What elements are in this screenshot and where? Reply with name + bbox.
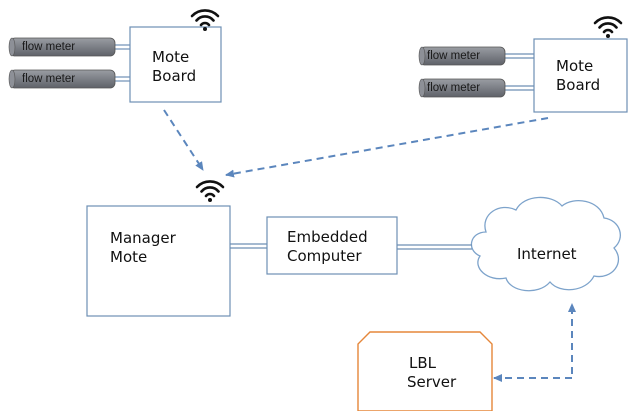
mote-board-left-line2: Board <box>152 67 197 85</box>
flow-meter-label: flow meter <box>427 50 481 62</box>
lbl-server-box <box>357 331 493 411</box>
embedded-computer-box <box>266 216 398 275</box>
mote-board-right-box <box>533 38 628 113</box>
manager-mote-line1: Manager <box>110 229 176 247</box>
flow-meter-label: flow meter <box>22 41 76 53</box>
internet-text: Internet <box>517 245 577 263</box>
wifi-icon <box>195 180 225 202</box>
manager-mote-label: Manager Mote <box>110 229 176 267</box>
manager-mote-line2: Mote <box>110 248 148 266</box>
flow-meter-label: flow meter <box>427 82 481 94</box>
wifi-icon <box>593 16 623 38</box>
embedded-computer-line1: Embedded <box>287 228 368 246</box>
lbl-server-line2: Server <box>407 373 457 391</box>
flow-meter-3 <box>418 46 506 66</box>
mote-board-right-line2: Board <box>556 76 601 94</box>
internet-cloud <box>470 196 621 292</box>
flow-meter-4 <box>418 78 506 98</box>
flow-meter-1 <box>8 37 116 57</box>
wired-links <box>230 243 472 250</box>
lbl-server-line1: LBL <box>409 354 437 372</box>
flow-meter-label: flow meter <box>22 73 76 85</box>
mote-board-left-label: Mote Board <box>152 48 196 86</box>
mote-board-right-label: Mote Board <box>556 57 600 95</box>
mote-board-right-line1: Mote <box>556 57 594 75</box>
mote-board-left-line1: Mote <box>152 48 190 66</box>
lbl-server-label: LBL Server <box>407 354 456 392</box>
arrow-moteleft-manager <box>163 109 204 171</box>
arrow-moteright-manager <box>225 117 549 178</box>
flow-meter-2 <box>8 69 116 89</box>
internet-label: Internet <box>517 245 577 264</box>
meter-links <box>115 44 534 91</box>
embedded-computer-label: Embedded Computer <box>287 228 368 266</box>
mote-board-left-box <box>129 26 222 103</box>
manager-mote-box <box>86 205 231 317</box>
embedded-computer-line2: Computer <box>287 247 362 265</box>
wireless-links <box>163 109 576 382</box>
wifi-icon <box>190 9 220 31</box>
